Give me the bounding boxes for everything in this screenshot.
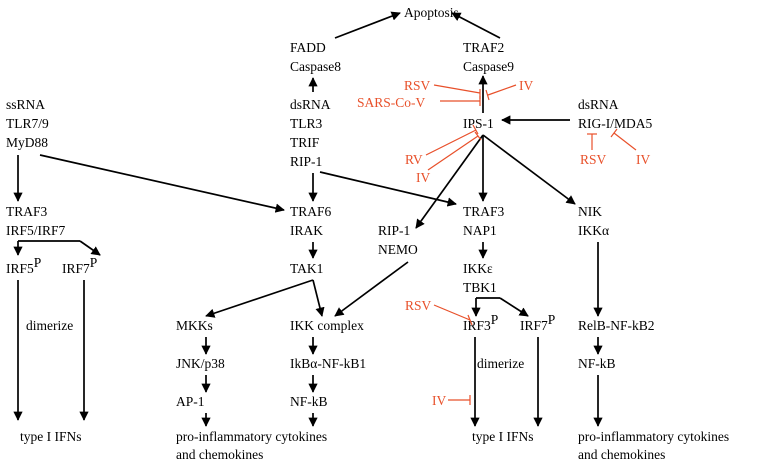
node-irf3p: IRF3P xyxy=(463,312,498,333)
virus-rv: RV xyxy=(405,152,423,167)
node-trif: TRIF xyxy=(290,135,320,150)
node-dsrna-rig: dsRNA xyxy=(578,97,619,112)
node-irak: IRAK xyxy=(290,223,323,238)
node-nap1: NAP1 xyxy=(463,223,497,238)
output-chemokines-left: and chemokines xyxy=(176,447,263,462)
label-dimerize-left: dimerize xyxy=(26,318,73,333)
node-nfkb-right: NF-kB xyxy=(578,356,616,371)
virus-iv-bottom: IV xyxy=(432,393,446,408)
node-rip1-top: RIP-1 xyxy=(290,154,322,169)
node-ssrna: ssRNA xyxy=(6,97,45,112)
output-type-i-ifns-left: type I IFNs xyxy=(20,429,82,444)
activation-arrows xyxy=(13,11,603,427)
node-ikka: IKKα xyxy=(578,223,609,238)
node-irf5-irf7: IRF5/IRF7 xyxy=(6,223,66,238)
virus-iv-rig: IV xyxy=(636,152,650,167)
node-caspase8: Caspase8 xyxy=(290,59,341,74)
node-jnk-p38: JNK/p38 xyxy=(176,356,225,371)
node-ips1: IPS-1 xyxy=(463,116,494,131)
node-ikk-complex: IKK complex xyxy=(290,318,364,333)
node-tlr79: TLR7/9 xyxy=(6,116,49,131)
node-fadd: FADD xyxy=(290,40,326,55)
node-ikke: IKKε xyxy=(463,261,493,276)
virus-rsv-top: RSV xyxy=(404,78,431,93)
node-irf7p-right: IRF7P xyxy=(520,312,555,333)
virus-iv-ips1: IV xyxy=(416,170,430,185)
virus-rsv-rig: RSV xyxy=(580,152,607,167)
node-tlr3: TLR3 xyxy=(290,116,322,131)
node-myd88: MyD88 xyxy=(6,135,48,150)
node-nfkb-mid: NF-kB xyxy=(290,394,328,409)
node-traf2: TRAF2 xyxy=(463,40,504,55)
node-dsrna-tlr3-dsrna: dsRNA xyxy=(290,97,331,112)
node-mkks: MKKs xyxy=(176,318,213,333)
node-ikba-nfkb1: IkBα-NF-kB1 xyxy=(290,356,366,371)
output-type-i-ifns-right: type I IFNs xyxy=(472,429,534,444)
output-cytokines-right: pro-inflammatory cytokines xyxy=(578,429,729,444)
node-tak1: TAK1 xyxy=(290,261,323,276)
virus-sars-cov: SARS-Co-V xyxy=(357,95,426,110)
node-rig-i-mda5: RIG-I/MDA5 xyxy=(578,116,652,131)
node-relb-nfkb2: RelB-NF-kB2 xyxy=(578,318,655,333)
inhibition-lines xyxy=(425,84,637,405)
output-cytokines-left: pro-inflammatory cytokines xyxy=(176,429,327,444)
node-caspase9: Caspase9 xyxy=(463,59,514,74)
node-ap1: AP-1 xyxy=(176,394,205,409)
virus-iv-top: IV xyxy=(519,78,533,93)
node-nik: NIK xyxy=(578,204,602,219)
node-nemo: NEMO xyxy=(378,242,418,257)
output-chemokines-right: and chemokines xyxy=(578,447,665,462)
node-traf3-mid: TRAF3 xyxy=(463,204,505,219)
node-apoptosis: Apoptosis xyxy=(404,5,459,20)
node-irf5p: IRF5P xyxy=(6,255,41,276)
label-dimerize-right: dimerize xyxy=(477,356,524,371)
node-traf6: TRAF6 xyxy=(290,204,332,219)
node-rip1-nemo-rip1: RIP-1 xyxy=(378,223,410,238)
node-irf7p-left: IRF7P xyxy=(62,255,97,276)
node-tbk1: TBK1 xyxy=(463,280,497,295)
node-traf3-left: TRAF3 xyxy=(6,204,48,219)
virus-rsv-irf3: RSV xyxy=(405,298,432,313)
